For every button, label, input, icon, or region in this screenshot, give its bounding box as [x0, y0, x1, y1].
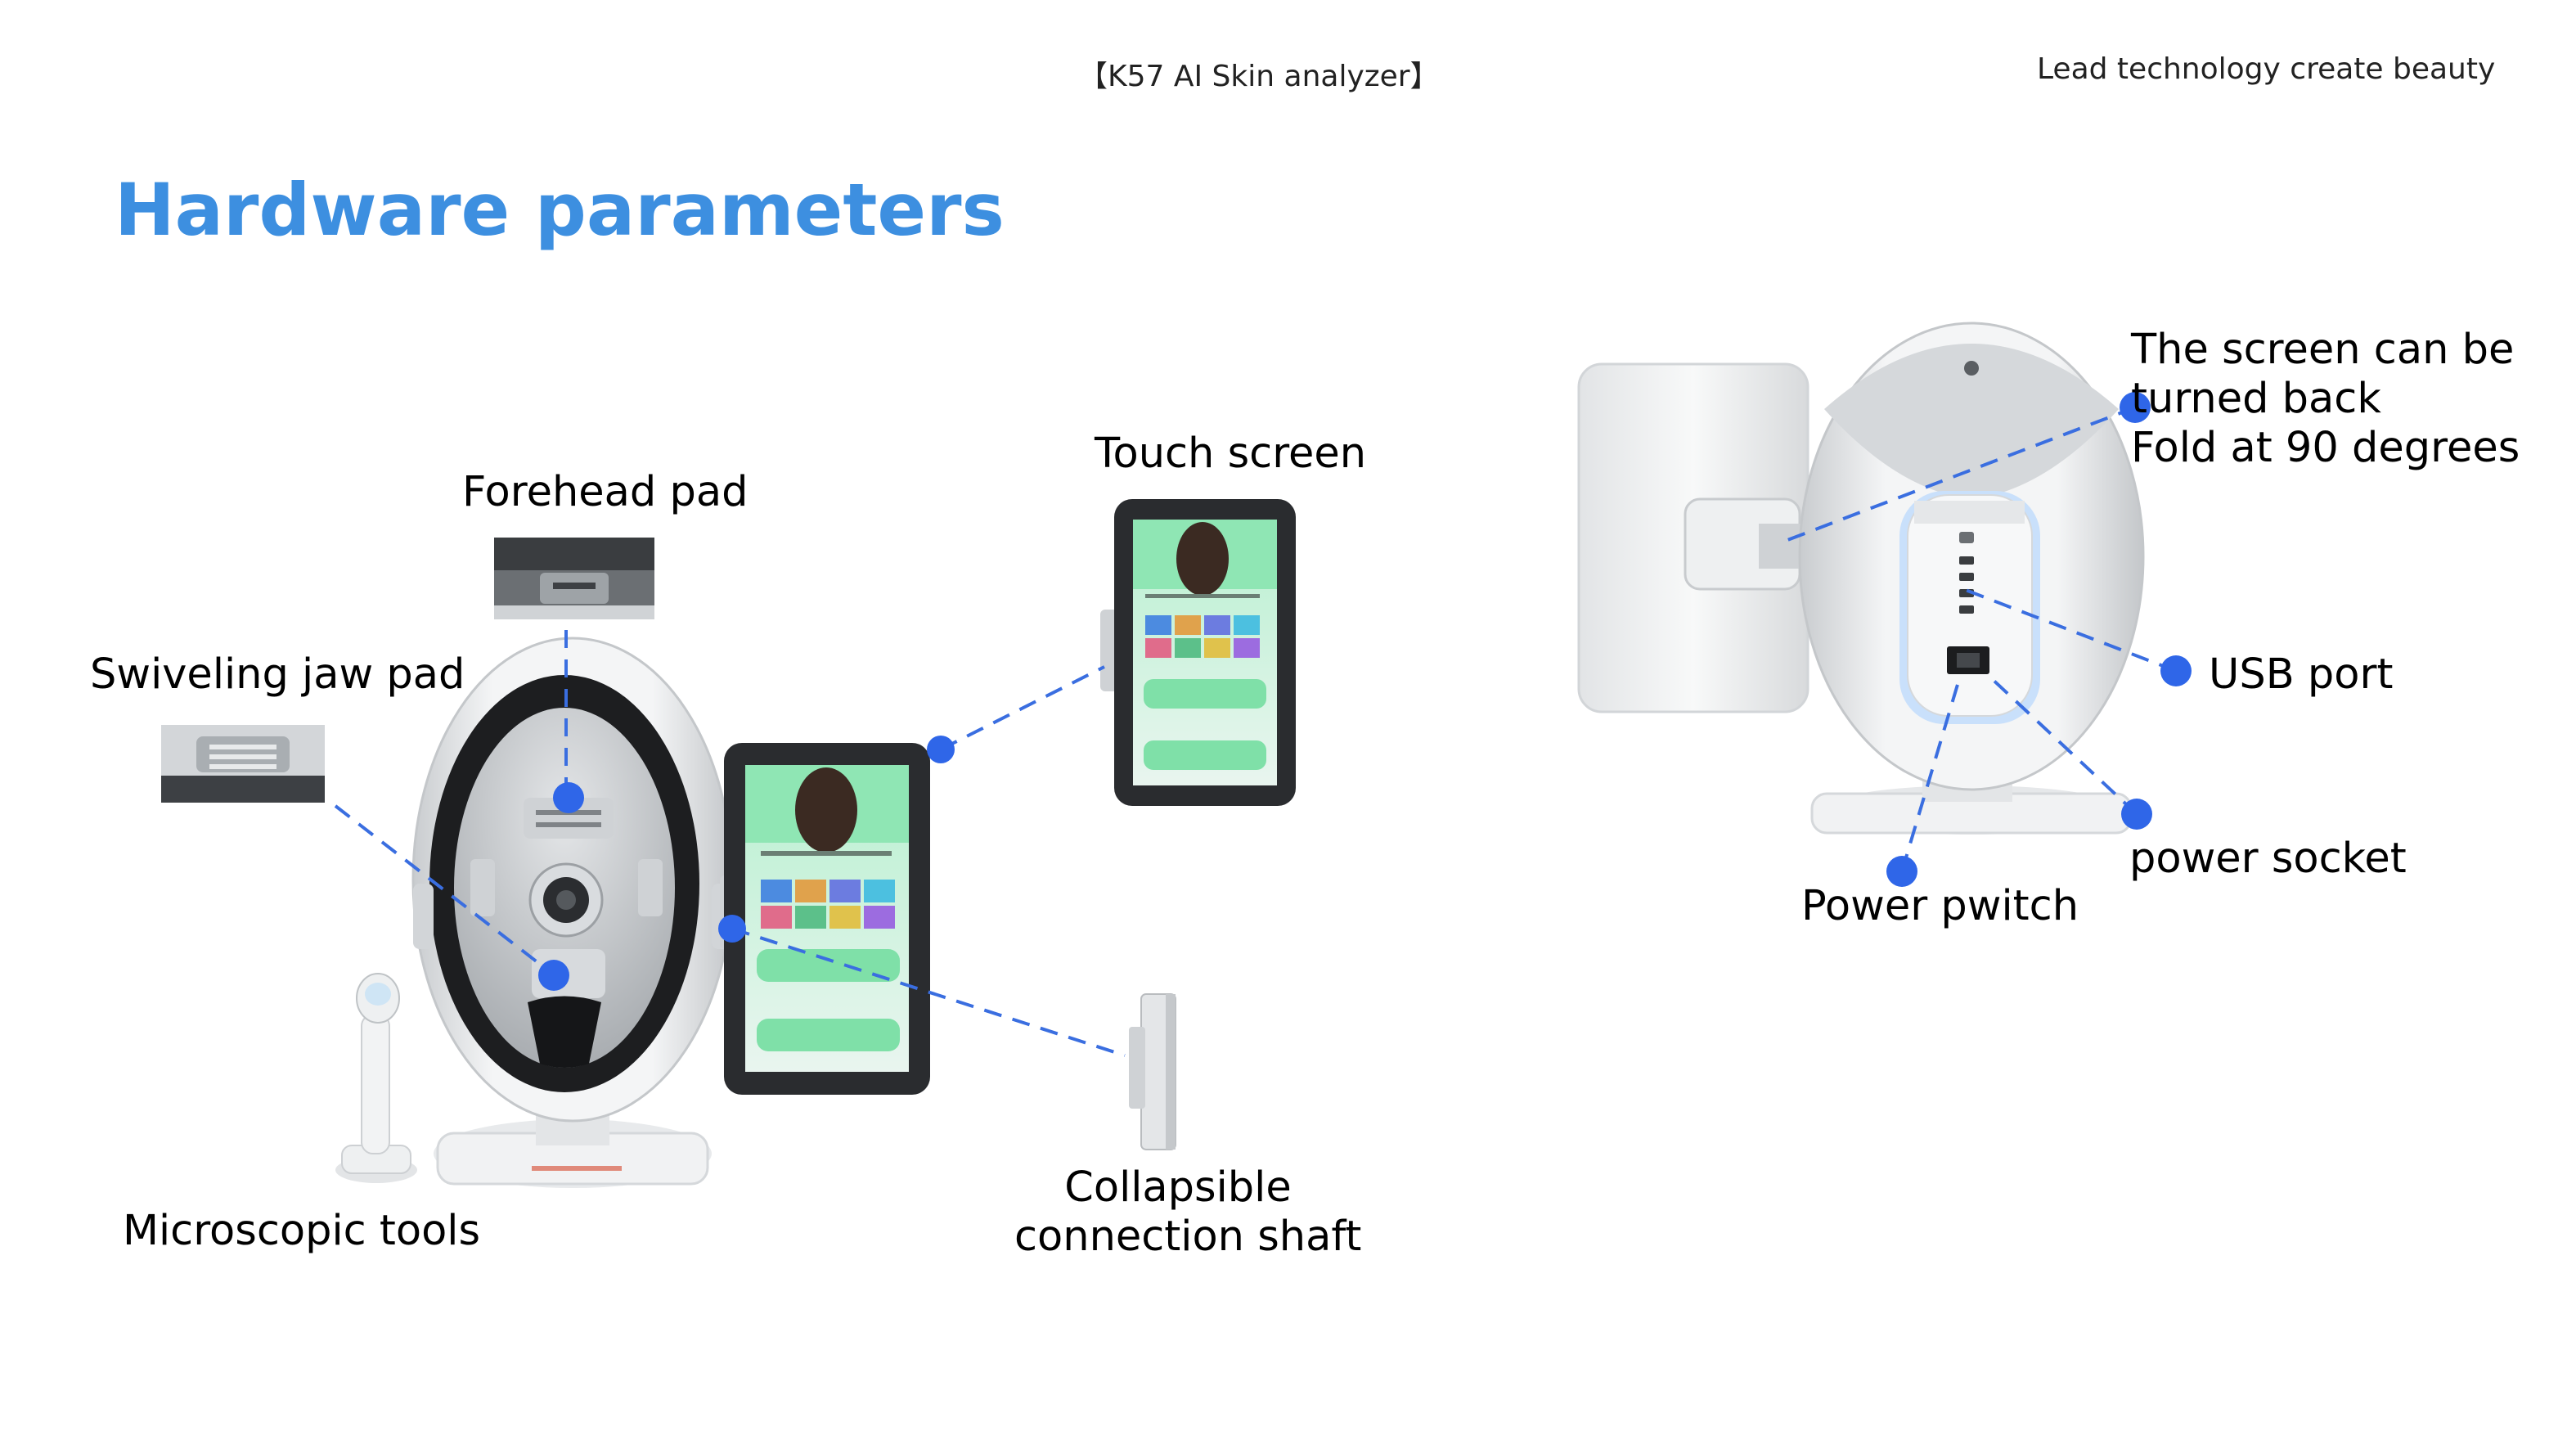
callout-dot-jaw: [538, 960, 569, 991]
microscope-tool: [335, 973, 417, 1183]
forehead-pad-thumbnail: [494, 538, 654, 619]
label-screen-turn-back: The screen can be turned back Fold at 90…: [2131, 326, 2520, 473]
page-title: Hardware parameters: [115, 168, 1005, 252]
callout-dot-screen-turn: [2120, 392, 2151, 423]
label-power-switch: Power pwitch: [1801, 882, 2079, 930]
skin-analyzer-device-front: [411, 637, 734, 1188]
label-line: connection shaft: [1014, 1213, 1362, 1261]
label-line: turned back: [2131, 375, 2381, 423]
callout-dot-forehead: [553, 782, 584, 813]
callout-dot-shaft: [718, 915, 746, 943]
label-forehead-pad: Forehead pad: [462, 468, 749, 516]
label-swiveling-jaw-pad: Swiveling jaw pad: [90, 650, 465, 699]
label-collapsible-shaft: Collapsible connection shaft: [1014, 1163, 1362, 1262]
connection-shaft-detail: [1129, 993, 1176, 1150]
callout-dot-power-switch: [1886, 856, 1917, 887]
label-touch-screen: Touch screen: [1095, 430, 1367, 478]
skin-analyzer-device-back: [1577, 322, 2145, 835]
header-product-name: 【K57 AI Skin analyzer】: [1078, 60, 1440, 93]
label-usb-port: USB port: [2209, 650, 2394, 699]
touch-screen-detail: [1100, 499, 1296, 806]
label-power-socket: power socket: [2129, 835, 2407, 883]
callout-leaders: [334, 406, 2177, 1057]
jaw-pad-thumbnail: [161, 725, 325, 803]
attached-touch-screen: [720, 743, 930, 1095]
label-line: The screen can be: [2131, 326, 2515, 374]
callout-dot-usb: [2160, 655, 2192, 686]
callout-dot-power-socket: [2121, 799, 2152, 830]
label-line: Fold at 90 degrees: [2131, 424, 2520, 472]
label-microscopic-tools: Microscopic tools: [123, 1207, 481, 1255]
callout-dot-touch-screen: [927, 736, 955, 763]
callout-dots: [538, 392, 2192, 991]
header-slogan: Lead technology create beauty: [2037, 52, 2496, 86]
label-line: Collapsible: [1064, 1163, 1292, 1212]
